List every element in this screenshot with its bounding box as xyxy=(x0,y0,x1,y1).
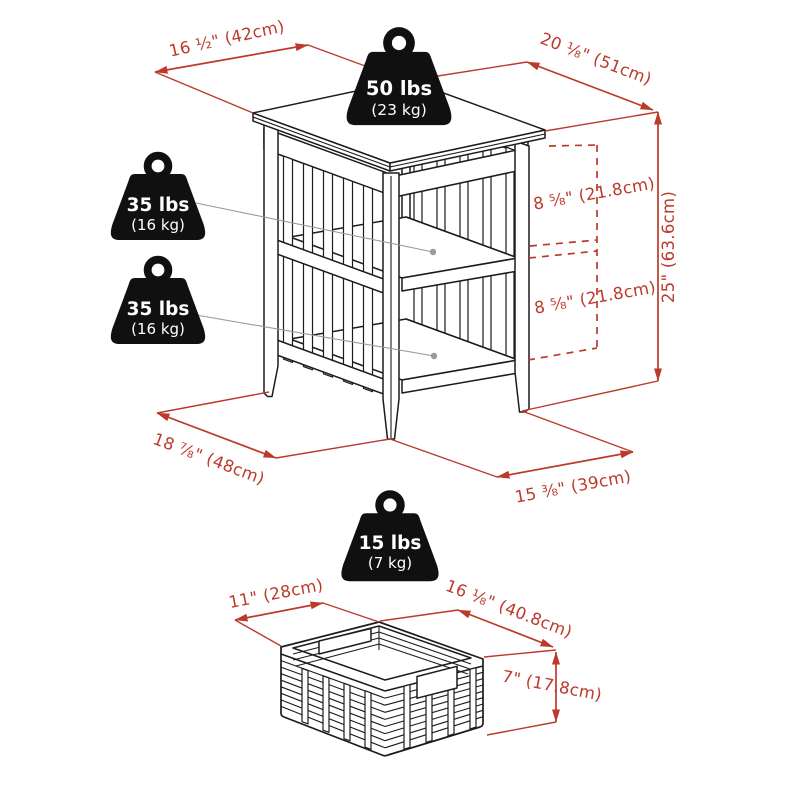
dimension-label-footprint-depth: 18 ⅞" (48cm) xyxy=(150,429,267,488)
side-table-illustration xyxy=(252,79,546,440)
dimension-label-top-width: 20 ⅛" (51cm) xyxy=(538,29,655,89)
weight-capacity-badges: 50 lbs (23 kg) 35 lbs (16 kg) 35 lbs (16… xyxy=(110,27,452,582)
basket-capacity-kg: (7 kg) xyxy=(368,554,412,572)
basket-front-handle-cutout xyxy=(416,665,458,699)
dimension-label-basket-width: 16 ⅛" (40.8cm) xyxy=(443,576,575,642)
dimension-label-top-depth: 16 ½" (42cm) xyxy=(167,17,286,61)
basket-back-handle-cutout xyxy=(318,627,372,655)
tabletop-capacity-kg: (23 kg) xyxy=(371,101,427,119)
dimension-label-overall-height: 25" (63.6cm) xyxy=(659,191,678,303)
weight-leader-lines xyxy=(195,202,438,360)
dimension-label-basket-height: 7" (17.8cm) xyxy=(500,667,603,705)
lower-shelf-capacity-kg: (16 kg) xyxy=(131,320,185,338)
table-side-slats xyxy=(263,127,387,396)
dimension-label-basket-depth: 11" (28cm) xyxy=(227,575,325,612)
upper-shelf-capacity-lbs: 35 lbs xyxy=(127,195,190,216)
dimension-label-upper-shelf-spacing: 8 ⅝" (21.8cm) xyxy=(532,174,657,214)
tabletop-capacity-lbs: 50 lbs xyxy=(366,77,432,100)
shelf-spacing-dashes xyxy=(527,144,598,361)
basket-capacity-lbs: 15 lbs xyxy=(359,533,422,554)
table-legs xyxy=(263,121,530,440)
basket-illustration xyxy=(280,621,484,757)
dimension-label-lower-shelf-spacing: 8 ⅝" (21.8cm) xyxy=(533,278,658,318)
upper-shelf-capacity-kg: (16 kg) xyxy=(131,216,185,234)
dimension-label-footprint-width: 15 ⅜" (39cm) xyxy=(513,467,632,507)
lower-shelf-capacity-lbs: 35 lbs xyxy=(127,299,190,320)
